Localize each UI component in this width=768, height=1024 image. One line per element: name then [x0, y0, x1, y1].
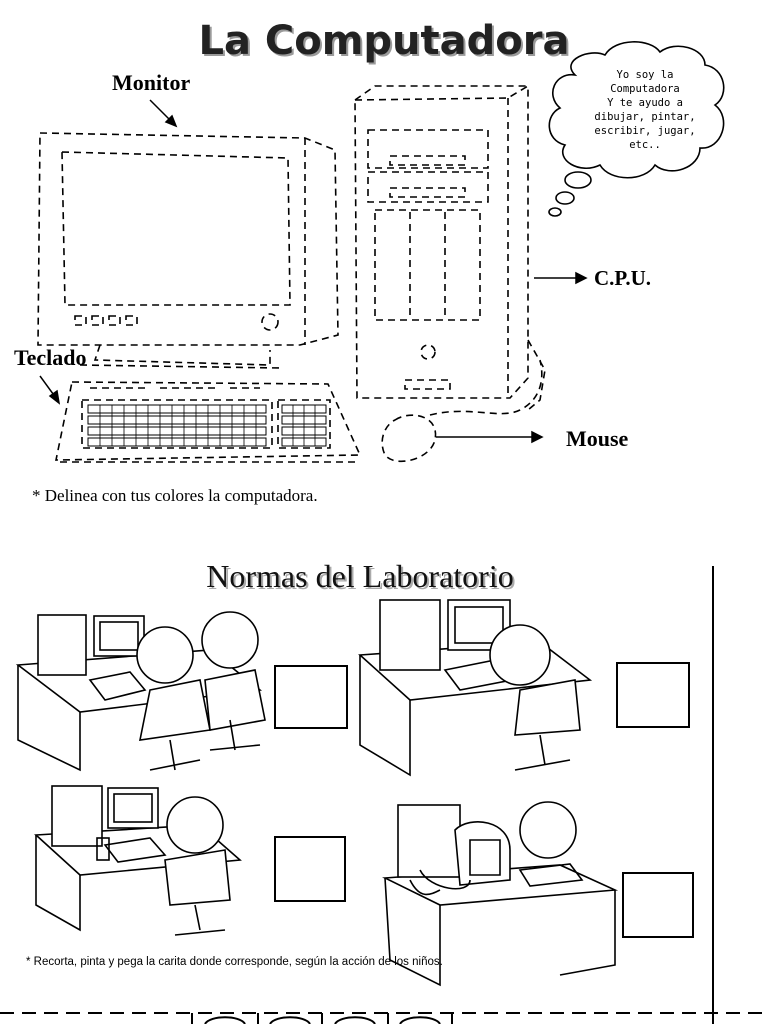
face-paste-box-3[interactable]: [274, 836, 346, 902]
scene-kids-sharing-computer: [15, 611, 266, 772]
section2-title: Normas del Laboratorio: [206, 558, 514, 594]
face-paste-box-2[interactable]: [616, 662, 690, 728]
arrow-monitor: [149, 99, 178, 128]
mouse-outline: [381, 359, 543, 463]
label-monitor: Monitor: [112, 70, 191, 95]
thought-bubble-shape: [548, 41, 725, 217]
monitor-outline: [37, 132, 339, 369]
face-paste-box-1[interactable]: [274, 665, 348, 729]
worksheet-title: La Computadora: [198, 18, 570, 64]
instruction-color: * Delinea con tus colores la computadora…: [32, 486, 318, 505]
arrow-teclado: [39, 375, 61, 405]
label-teclado: Teclado: [14, 345, 87, 370]
instruction-cut: * Recorta, pinta y pega la carita donde …: [26, 956, 443, 968]
thought-bubble-text: Yo soy la Computadora Y te ayudo a dibuj…: [594, 69, 696, 151]
keyboard-outline: [55, 381, 362, 463]
label-cpu: C.P.U.: [594, 266, 651, 290]
face-paste-box-4[interactable]: [622, 872, 694, 938]
cpu-outline: [354, 84, 546, 411]
arrow-mouse: [436, 430, 544, 444]
cut-line: [0, 1012, 768, 1024]
scene-kid-sleeping: [358, 599, 593, 777]
scene-kid-with-cables: [382, 801, 619, 987]
scene-kid-drinking: [34, 785, 242, 936]
keyboard-key-dividers: [99, 405, 316, 446]
vertical-divider: [712, 566, 714, 1024]
arrow-cpu: [534, 271, 588, 285]
label-mouse: Mouse: [566, 426, 629, 451]
